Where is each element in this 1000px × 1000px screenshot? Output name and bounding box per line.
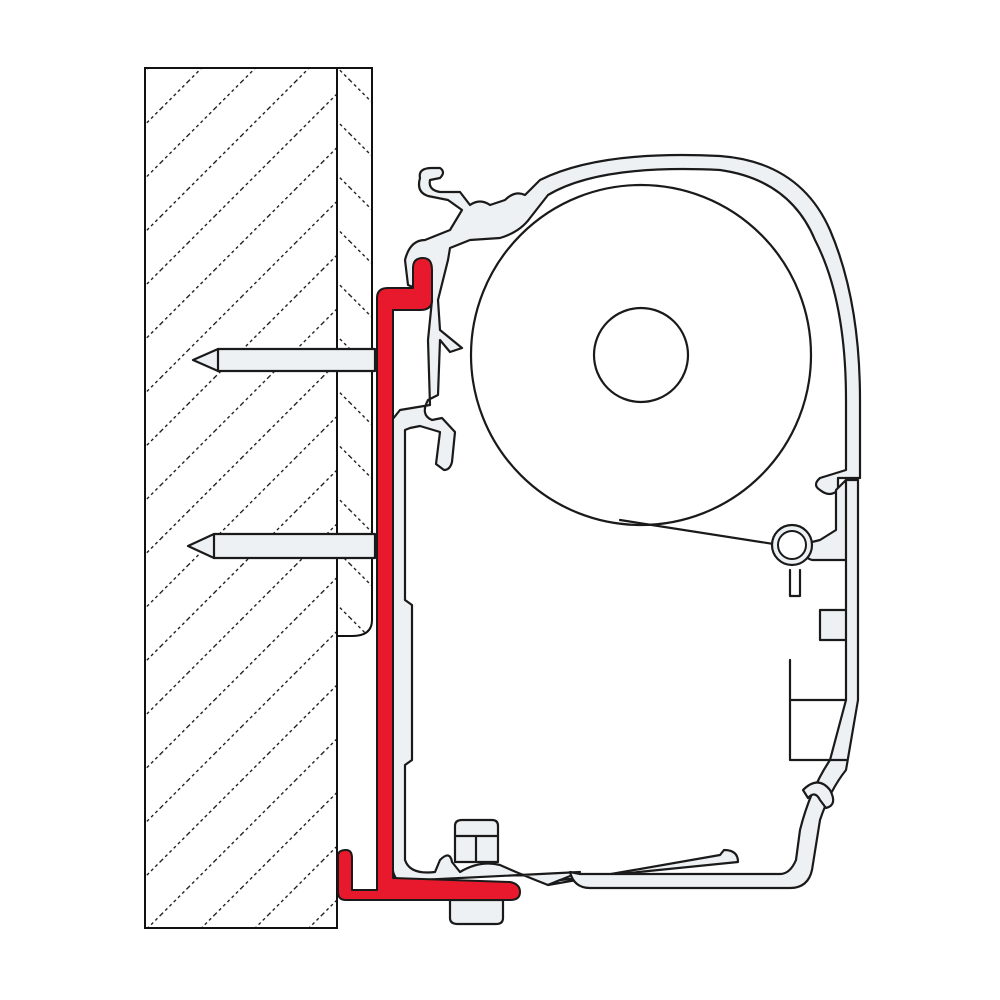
awning-housing: [390, 153, 862, 890]
anchor-screw-lower: [186, 532, 377, 560]
bolt: [448, 818, 505, 926]
wall: [144, 67, 373, 929]
roller-axle: [592, 306, 690, 404]
adapter-bracket: [337, 257, 521, 901]
anchor-screw-upper: [191, 347, 377, 373]
fabric-roller: [469, 183, 813, 547]
lead-rail: [770, 523, 814, 567]
